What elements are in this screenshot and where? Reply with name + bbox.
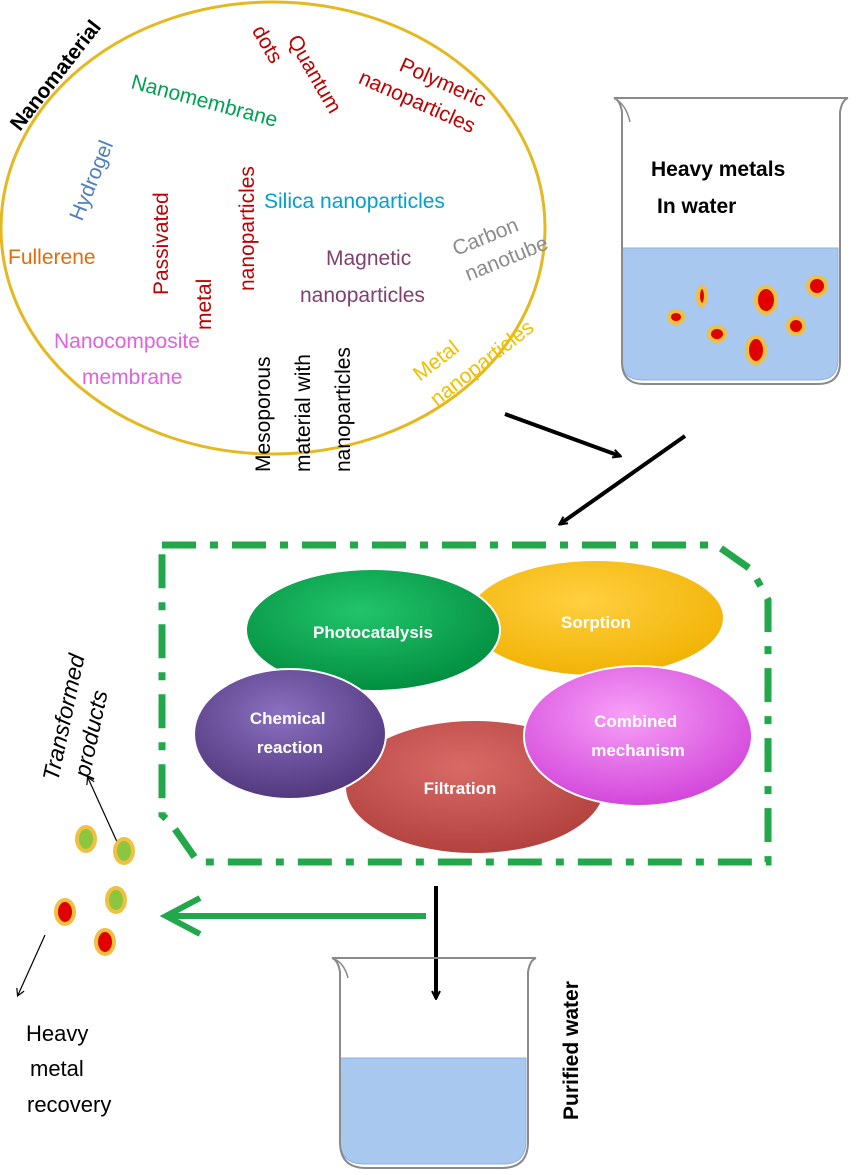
transformed-products-label: Transformed products: [37, 646, 120, 790]
magnetic-line: Magnetic: [326, 247, 411, 270]
nanocomposite-line: Nanocomposite: [54, 330, 200, 353]
arrow-to-products: [159, 895, 426, 937]
metal-particle: [667, 309, 685, 325]
fullerene-label: Fullerene: [8, 246, 96, 269]
arrow-nanomaterial-to-process: [504, 412, 620, 456]
chemical-reaction-ellipse: [193, 668, 387, 800]
beaker-heavy-metals: Heavy metals In water: [613, 97, 849, 385]
heavy-metal-particles: [667, 275, 828, 365]
metal-particle: [696, 285, 708, 307]
chemical-line: reaction: [257, 738, 323, 757]
filtration-label: Filtration: [424, 779, 497, 798]
nanocomposite-membrane-label: Nanocomposite membrane: [54, 330, 206, 389]
metal-particle: [786, 316, 806, 336]
silica-nanoparticles-label: Silica nanoparticles: [264, 190, 445, 213]
recovered-metal-particle: [94, 928, 116, 956]
sorption-label: Sorption: [561, 613, 631, 632]
photocatalysis-label: Photocatalysis: [313, 623, 433, 642]
transformed-particle: [75, 825, 97, 853]
magnetic-nanoparticles-label: Magnetic nanoparticles: [300, 247, 425, 307]
mesoporous-line: material with: [292, 354, 315, 472]
metal-particle: [707, 325, 727, 343]
combined-mechanism-ellipse: [523, 665, 753, 807]
mechanism-combined: Combined mechanism: [523, 665, 753, 807]
beaker-top-line: Heavy metals: [651, 158, 785, 181]
passivated-line: Passivated: [150, 192, 173, 295]
purified-water-label: Purified water: [560, 981, 583, 1120]
nanocomposite-line: membrane: [82, 366, 182, 389]
arrow-water-to-process: [560, 434, 687, 524]
product-particles: [54, 825, 135, 956]
beaker-bottom-water: [339, 1057, 527, 1165]
photocatalysis-ellipse: [245, 568, 501, 692]
chemical-reaction-label: Chemical reaction: [250, 709, 330, 757]
combined-line: mechanism: [591, 741, 685, 760]
metal-particle: [745, 335, 767, 365]
combined-mechanism-label: Combined mechanism: [591, 712, 685, 760]
nanomaterial-ellipse: [0, 0, 547, 456]
beaker-purified-water: [331, 957, 537, 1169]
magnetic-line: nanoparticles: [300, 284, 425, 307]
metal-particle: [806, 275, 828, 297]
mechanism-sorption: Sorption: [467, 559, 725, 677]
arrow-to-recovery: [16, 934, 46, 998]
beaker-top-label: Heavy metals In water: [651, 158, 791, 218]
arrow-to-products-head: [159, 895, 202, 937]
metal-particle: [754, 285, 778, 315]
mesoporous-line: nanoparticles: [332, 347, 355, 472]
transformed-particle: [113, 837, 135, 865]
recovery-line: Heavy: [26, 1021, 88, 1046]
mechanism-chemical-reaction: Chemical reaction: [193, 668, 387, 800]
beaker-bottom-outline: [331, 957, 537, 1169]
heavy-metal-recovery-label: Heavy metal recovery: [26, 1021, 111, 1117]
passivated-line: nanoparticles: [236, 166, 259, 291]
mesoporous-line: Mesoporous: [252, 356, 275, 472]
recovery-line: metal: [30, 1056, 84, 1081]
beaker-top-water: [621, 247, 839, 381]
beaker-top-lip: [613, 97, 631, 123]
treatment-frame: [158, 541, 772, 866]
chemical-line: Chemical: [250, 709, 326, 728]
passivated-metal-label: Passivated metal nanoparticles: [150, 166, 259, 330]
mechanism-photocatalysis: Photocatalysis: [245, 568, 501, 692]
recovered-metal-particle: [54, 898, 76, 926]
mesoporous-material-label: Mesoporous material with nanoparticles: [252, 347, 355, 472]
beaker-top-outline: [613, 97, 849, 385]
transformed-particle: [105, 886, 127, 914]
beaker-top-line: In water: [657, 195, 736, 218]
arrow-to-transformed: [86, 775, 119, 845]
passivated-line: metal: [193, 279, 216, 330]
recovery-line: recovery: [27, 1092, 111, 1117]
beaker-bottom-lip: [331, 957, 349, 979]
combined-line: Combined: [594, 712, 677, 731]
